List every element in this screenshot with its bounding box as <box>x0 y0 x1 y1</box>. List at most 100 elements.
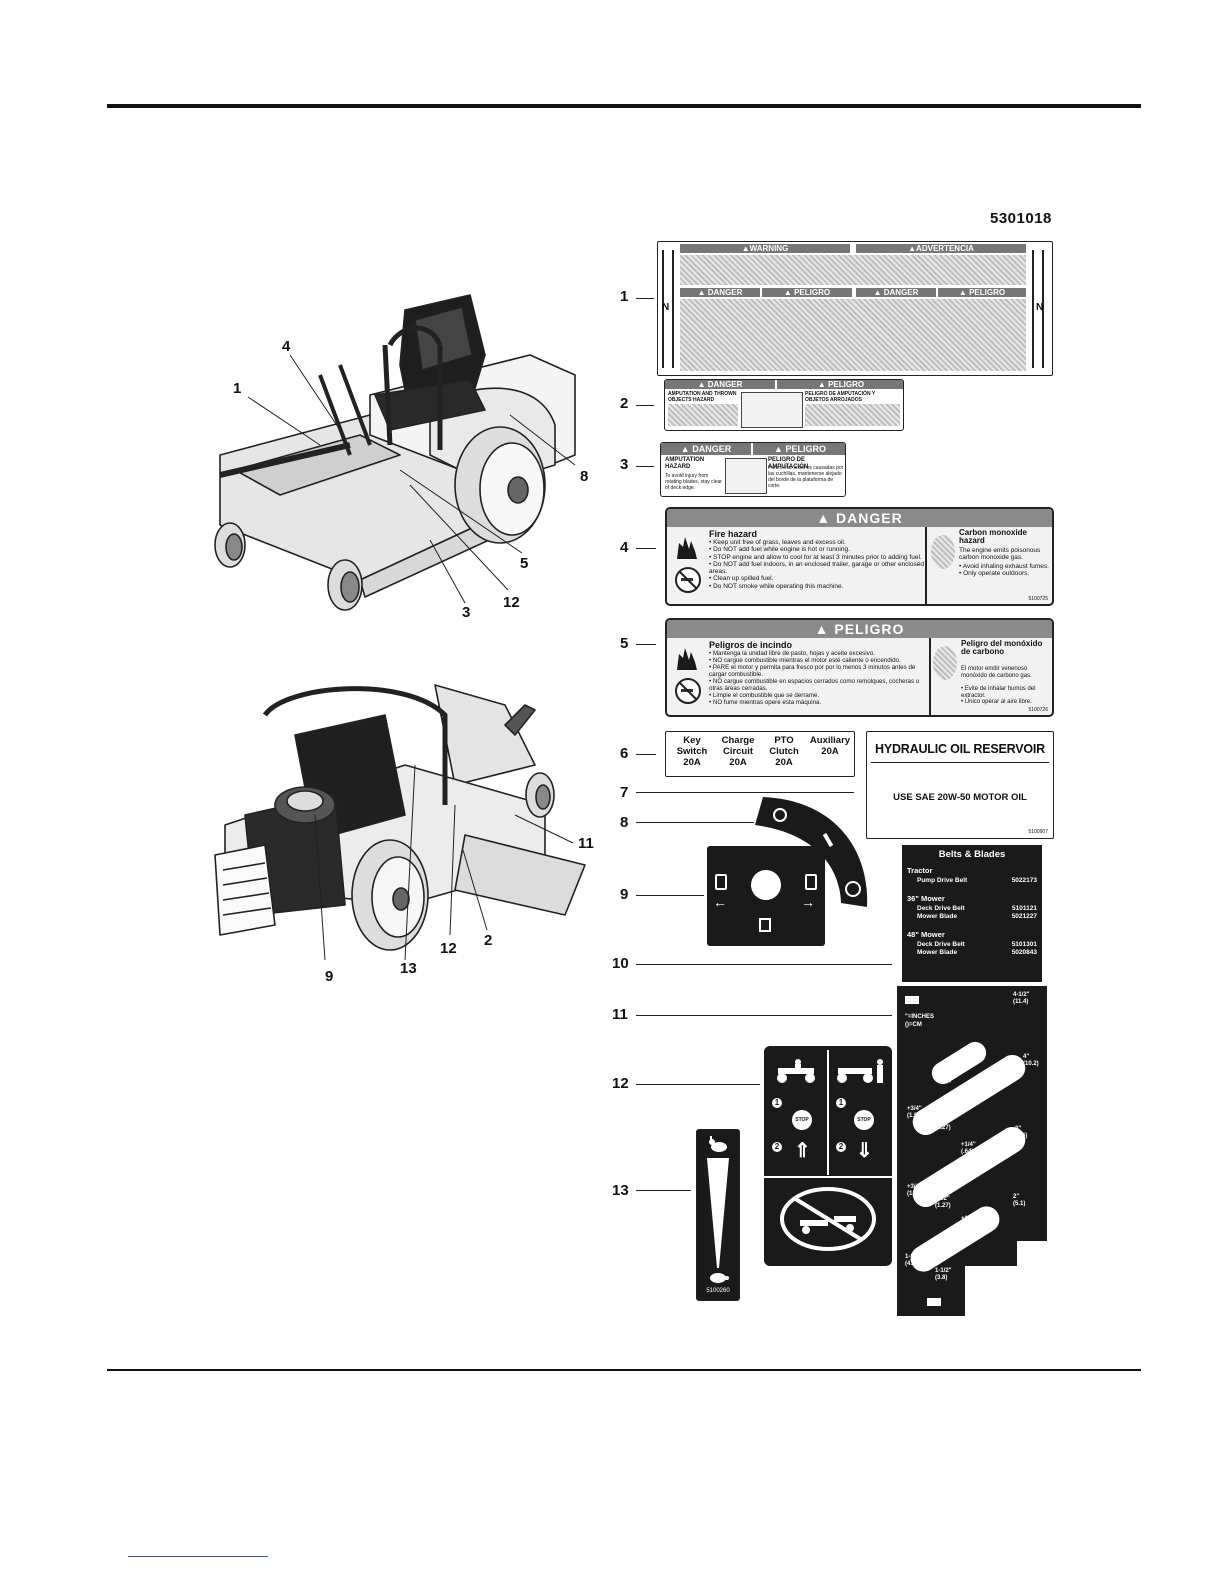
adjust-cm: (4.45) <box>905 1261 921 1267</box>
decal-7-divider <box>871 762 1049 763</box>
stop-icon: STOP <box>792 1110 812 1130</box>
decal-7-text: USE SAE 20W-50 MOTOR OIL <box>893 792 1027 803</box>
fuel-pump-left-icon <box>715 874 727 890</box>
decal-number: 7 <box>620 784 629 801</box>
decal-5-co-title: Peligro del monóxido de carbono <box>961 639 1043 656</box>
decal-2-amputation-label: ▲ DANGER ▲ PELIGRO AMPUTATION AND THROWN… <box>664 379 904 431</box>
decal-5-header: ▲ PELIGRO <box>667 620 1052 638</box>
fuel-off-icon <box>759 918 771 932</box>
decal-3-peligro-bar: ▲ PELIGRO <box>753 443 845 455</box>
height-label: 2" (5.1) <box>1013 1194 1025 1208</box>
step-number: 2 <box>836 1142 846 1152</box>
decal-3-left-text: To avoid injury from rotating blades, st… <box>665 473 722 491</box>
leader-line <box>636 822 754 823</box>
decal-5-code: 5100726 <box>1028 707 1048 713</box>
decal-2-right-text <box>805 404 900 426</box>
decal-number: 11 <box>612 1006 628 1023</box>
decal-4-fire-item: • Do NOT add fuel while engine is hot or… <box>709 546 850 554</box>
decal-2-danger-bar: ▲ DANGER <box>665 380 775 389</box>
exhaust-icon <box>933 646 957 680</box>
footer-underline <box>128 1556 268 1557</box>
leader-line <box>636 548 656 549</box>
decal-3-amputation-label: ▲ DANGER ▲ PELIGRO AMPUTATION HAZARD To … <box>660 442 846 497</box>
height-in: 1-1/2" <box>935 1268 952 1274</box>
leader-line <box>636 1015 892 1016</box>
belt-name: Deck Drive Belt <box>917 905 965 912</box>
fuse-header-2: Circuit <box>722 746 754 757</box>
decal-number: 3 <box>620 456 629 473</box>
units-cm: ()=CM <box>905 1022 922 1028</box>
decal-number: 12 <box>612 1075 629 1092</box>
lever-up-icon: ⇑ <box>794 1140 811 1162</box>
decal-4-fire-item: • Do NOT add fuel indoors, in an enclose… <box>709 560 924 576</box>
leader-line <box>636 466 654 467</box>
tractor-callout: 2 <box>484 932 493 949</box>
adjust-cm: (.64) <box>939 1077 952 1083</box>
decal-5-fire-item: • NO cargue combustible mientras el moto… <box>709 657 901 664</box>
decal-4-fire-list: • Keep unit free of grass, leaves and ex… <box>709 539 924 590</box>
adjust-cm: (1.90) <box>907 1113 923 1119</box>
decal-4-co-item: • Only operate outdoors. <box>959 570 1030 577</box>
decal-number: 2 <box>620 395 629 412</box>
decal-8-ignition-arc <box>755 797 868 907</box>
adjust-label: +1/2" (1.27) <box>935 1196 951 1210</box>
adjust-cm: (.64) <box>961 1149 974 1155</box>
adjust-cm: (.64) <box>961 1223 974 1229</box>
decal-1-danger-text <box>680 299 1026 371</box>
tractor-front-illustration <box>214 294 576 611</box>
decal-4-code: 5100725 <box>1028 596 1048 602</box>
decal-3-danger-bar: ▲ DANGER <box>661 443 751 455</box>
adjust-label: +1/4" (.64) <box>939 1070 954 1084</box>
decal-4-header: ▲ DANGER <box>667 509 1052 527</box>
decal-2-left-text <box>668 404 738 426</box>
decal-1-neutral-left: N <box>662 302 670 313</box>
adjust-cm: (1.27) <box>935 1203 951 1209</box>
decal-10-section: 36" Mower Deck Drive Belt 5101121 Mower … <box>907 895 1037 921</box>
decal-4-divider <box>925 527 927 604</box>
decal-number: 6 <box>620 745 629 762</box>
turtle-slow-icon <box>707 1270 729 1284</box>
adjust-in: +1/4" <box>961 1216 976 1222</box>
decal-7-code: 5100907 <box>1028 829 1048 835</box>
height-cm: (5.1) <box>1013 1201 1026 1207</box>
adjust-label: +1/4" (.64) <box>961 1142 976 1156</box>
mower-deck-icon <box>905 996 919 1004</box>
decal-number: 4 <box>620 539 629 556</box>
blade-name: Mower Blade <box>917 949 958 956</box>
blade-part-number: 5021227 <box>1011 913 1037 920</box>
decal-10-section: Tractor Pump Drive Belt 5022173 <box>907 867 1037 885</box>
decal-7-hydraulic-label: HYDRAULIC OIL RESERVOIR USE SAE 20W-50 M… <box>866 731 1054 839</box>
height-cm: (7.6) <box>1015 1133 1028 1139</box>
decal-10-section: 48" Mower Deck Drive Belt 5101301 Mower … <box>907 931 1037 957</box>
tractor-callout: 11 <box>578 835 594 852</box>
adjust-cm: (1.27) <box>935 1125 951 1131</box>
decal-2-pictogram <box>741 392 803 428</box>
top-rule <box>107 104 1141 108</box>
adjust-in: 1-3/4" <box>905 1254 922 1260</box>
adjust-label: +1/2" (1.27) <box>935 1118 951 1132</box>
fuse-column: Key Switch 20A <box>670 735 714 768</box>
decal-5-co-text: El motor emitir venenoso monóxido de car… <box>961 666 1032 679</box>
decal-5-co-item: • Evite de inhalar humos del extractor. <box>961 686 1036 699</box>
decal-3-right-title: PELIGRO DE AMPUTACIÓN <box>768 457 809 470</box>
decal-number: 5 <box>620 635 629 652</box>
height-cm: (11.4) <box>1013 999 1029 1005</box>
tractor-rear-illustration <box>214 684 586 961</box>
fuse-value: 20A <box>821 746 839 757</box>
step-number: 1 <box>836 1098 846 1108</box>
adjust-label: +3/4" (1.90) <box>907 1184 923 1198</box>
fuse-column: PTO Clutch 20A <box>762 735 806 768</box>
exhaust-icon <box>931 535 955 569</box>
fuse-header-2: Auxiliary <box>809 735 851 746</box>
adjust-in: +3/4" <box>907 1184 922 1190</box>
decal-5-fire-item: • Limpie el combustible que se derrame. <box>709 692 820 699</box>
decal-12-operator-presence: 1 1 STOP STOP 2 2 ⇑ ⇓ <box>764 1046 892 1266</box>
decal-1-warning-text <box>680 255 1026 285</box>
no-towing-icon <box>778 1186 878 1252</box>
fuse-column: Auxiliary 20A <box>806 735 854 757</box>
decal-10-row: Deck Drive Belt 5101121 <box>907 905 1037 913</box>
tractor-callout: 4 <box>282 338 291 355</box>
decal-1-right-arrow <box>1032 250 1044 368</box>
height-in: 4-1/2" <box>1013 992 1030 998</box>
adjust-in: +1/2" <box>935 1196 950 1202</box>
